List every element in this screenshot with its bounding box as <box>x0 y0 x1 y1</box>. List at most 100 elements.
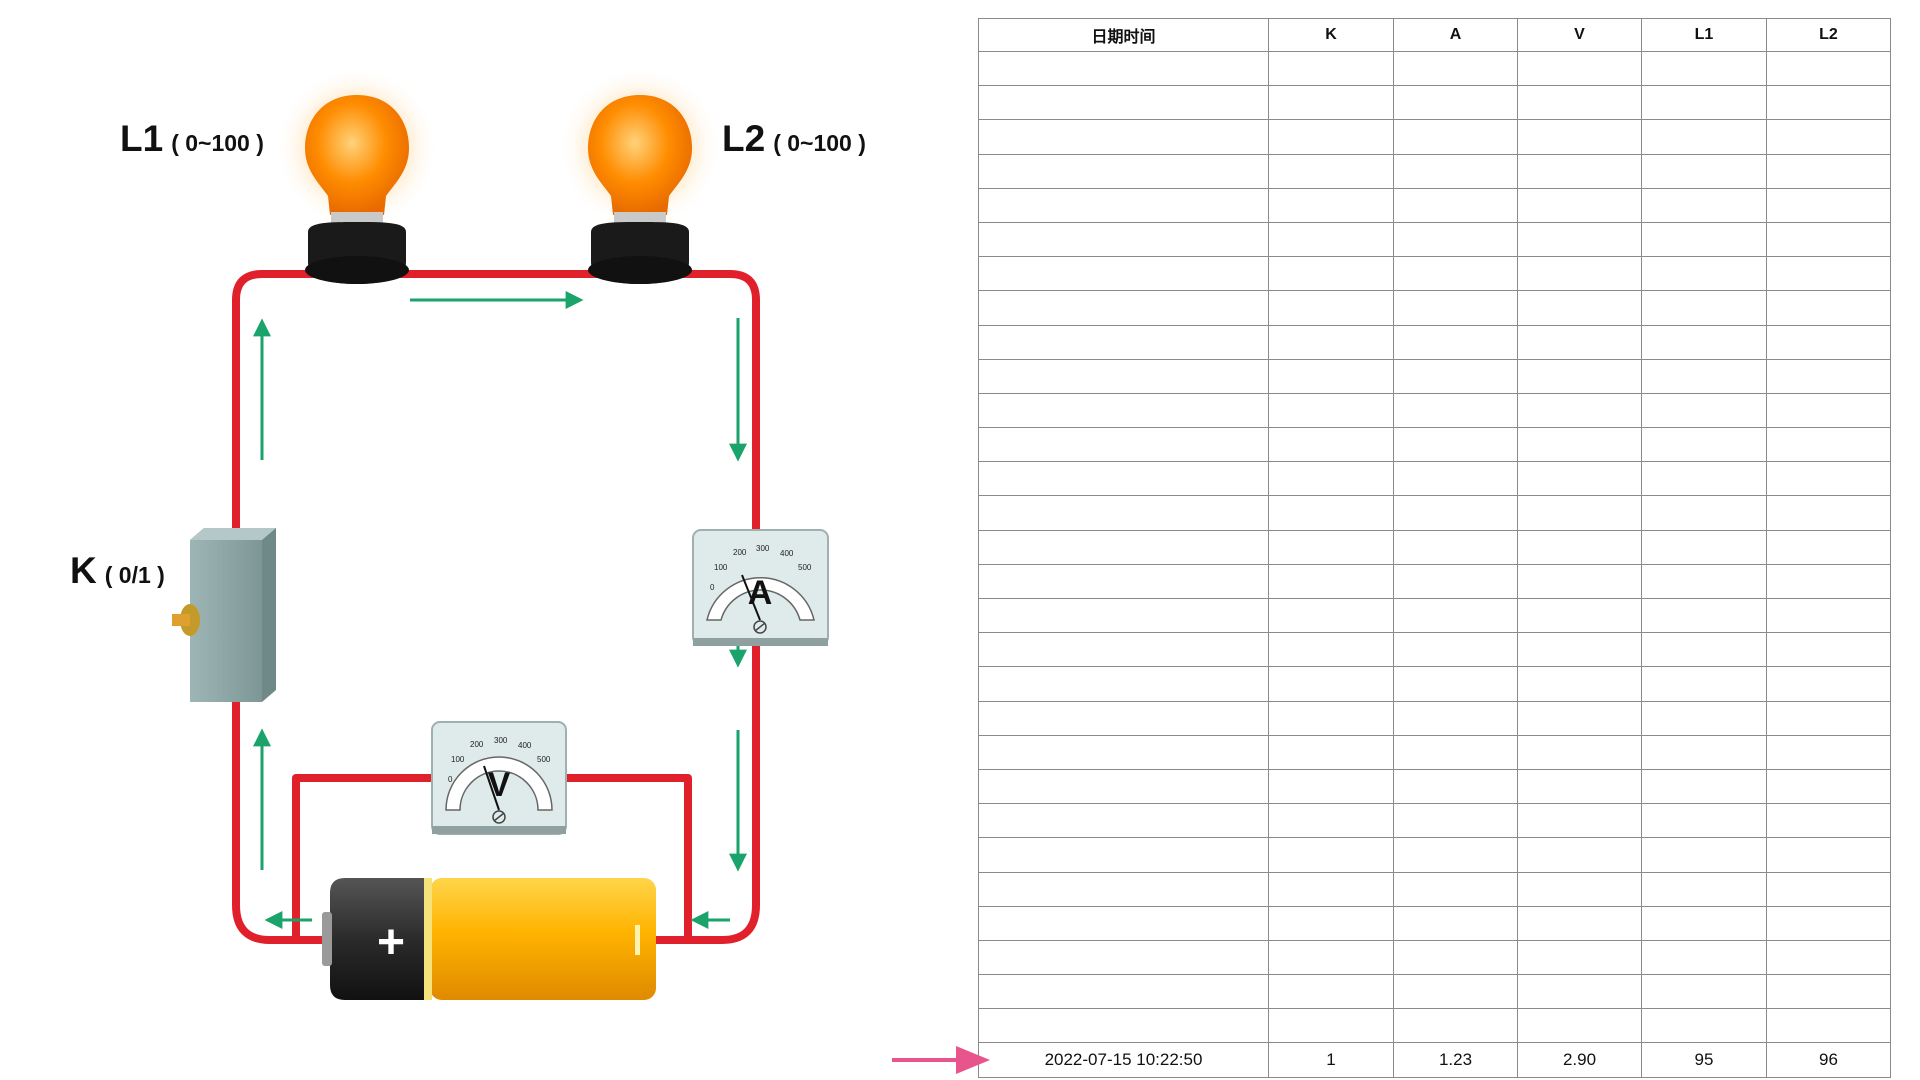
svg-text:500: 500 <box>537 755 551 764</box>
table-cell <box>1641 871 1767 907</box>
table-cell <box>1268 1008 1394 1044</box>
table-cell <box>1268 837 1394 873</box>
table-cell <box>1268 905 1394 941</box>
table-row <box>978 153 1891 189</box>
table-cell <box>1641 50 1767 87</box>
column-header-v: V <box>1517 18 1642 52</box>
table-cell <box>1517 427 1642 463</box>
table-cell <box>1393 119 1518 155</box>
table-cell <box>1766 871 1891 907</box>
table-cell <box>1766 324 1891 360</box>
table-cell <box>1268 461 1394 497</box>
table-cell <box>1517 974 1642 1010</box>
table-cell <box>1517 905 1642 941</box>
table-cell <box>1517 700 1642 736</box>
table-cell <box>1393 803 1518 839</box>
table-cell <box>1268 666 1394 702</box>
table-cell <box>1393 324 1518 360</box>
table-cell <box>978 939 1269 976</box>
table-cell <box>1517 392 1642 429</box>
table-cell <box>1641 632 1767 668</box>
table-cell <box>1268 427 1394 463</box>
column-header-k: K <box>1268 18 1394 52</box>
table-cell <box>1393 256 1518 292</box>
table-cell <box>1641 768 1767 805</box>
table-cell <box>1393 153 1518 189</box>
table-cell <box>1766 734 1891 770</box>
table-row <box>978 632 1891 668</box>
svg-text:500: 500 <box>798 563 812 572</box>
table-cell <box>1641 85 1767 121</box>
label-l1-range: ( 0~100 ) <box>171 130 264 156</box>
table-cell <box>1766 837 1891 873</box>
table-cell <box>1766 85 1891 121</box>
table-cell <box>1766 495 1891 531</box>
table-cell <box>1517 666 1642 702</box>
table-cell <box>978 734 1269 770</box>
table-cell <box>1268 290 1394 326</box>
table-cell <box>1268 187 1394 223</box>
table-cell <box>1268 119 1394 155</box>
table-cell-latest: 96 <box>1766 1042 1891 1078</box>
table-cell <box>1517 495 1642 531</box>
bulb-l2 <box>558 66 722 284</box>
table-cell <box>978 905 1269 941</box>
voltmeter-symbol: V <box>488 766 511 804</box>
table-cell <box>1641 427 1767 463</box>
battery: + <box>322 878 656 1000</box>
table-cell <box>978 974 1269 1010</box>
table-cell <box>1268 221 1394 258</box>
table-cell <box>978 632 1269 668</box>
table-cell <box>1641 529 1767 565</box>
table-row <box>978 324 1891 360</box>
table-cell <box>1766 563 1891 600</box>
table-cell-latest: 2022-07-15 10:22:50 <box>978 1042 1269 1078</box>
table-cell <box>1641 837 1767 873</box>
current-flow-arrows <box>253 291 747 929</box>
table-cell <box>978 290 1269 326</box>
table-cell <box>1393 1008 1518 1044</box>
table-cell <box>978 119 1269 155</box>
table-cell <box>1393 461 1518 497</box>
table-cell <box>1393 632 1518 668</box>
column-header-datetime: 日期时间 <box>978 18 1269 52</box>
table-cell <box>978 85 1269 121</box>
label-k: K( 0/1 ) <box>70 550 165 592</box>
table-cell <box>1517 153 1642 189</box>
table-cell <box>1268 85 1394 121</box>
table-cell <box>1268 256 1394 292</box>
table-cell <box>978 700 1269 736</box>
table-cell <box>978 563 1269 600</box>
table-cell <box>1641 495 1767 531</box>
table-cell <box>1766 392 1891 429</box>
table-cell <box>1393 495 1518 531</box>
table-cell <box>1766 153 1891 189</box>
table-cell <box>1641 187 1767 223</box>
table-cell <box>1393 837 1518 873</box>
table-cell <box>1641 392 1767 429</box>
svg-text:100: 100 <box>714 563 728 572</box>
table-cell <box>978 392 1269 429</box>
table-cell <box>1517 563 1642 600</box>
table-cell <box>978 187 1269 223</box>
latest-row-pointer-arrow <box>892 1046 990 1074</box>
table-cell <box>1393 974 1518 1010</box>
table-row <box>978 597 1891 634</box>
table-cell-latest: 2.90 <box>1517 1042 1642 1078</box>
table-cell <box>978 427 1269 463</box>
table-cell <box>1766 700 1891 736</box>
svg-text:400: 400 <box>518 741 532 750</box>
table-cell <box>978 256 1269 292</box>
table-cell <box>1641 119 1767 155</box>
table-cell <box>1641 905 1767 941</box>
table-cell <box>978 324 1269 360</box>
table-cell <box>1268 597 1394 634</box>
table-cell <box>1393 734 1518 770</box>
table-cell <box>1641 256 1767 292</box>
table-cell <box>1641 939 1767 976</box>
table-cell <box>1393 666 1518 702</box>
